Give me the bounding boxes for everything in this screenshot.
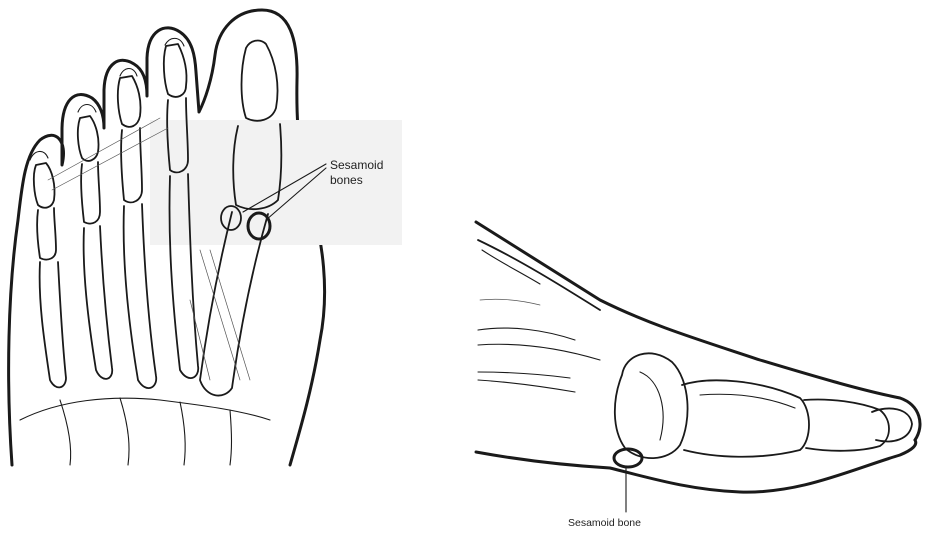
- toe-5-bones: [34, 163, 66, 387]
- toe-4-bones: [78, 116, 112, 379]
- foot-side-view: Sesamoid bone: [476, 222, 920, 529]
- sesamoid-bone-label: Sesamoid bone: [568, 517, 641, 529]
- toenail: [872, 408, 912, 441]
- foot-bottom-contour: [476, 440, 916, 492]
- sesamoid-bones-label: Sesamoid: [330, 158, 383, 172]
- foot-top-view: Sesamoid bones: [9, 10, 402, 465]
- sesamoid-bone-side: [614, 449, 642, 467]
- sesamoid-bones-label-2: bones: [330, 173, 363, 187]
- proximal-phalanx: [682, 380, 809, 456]
- distal-phalanx: [804, 399, 889, 450]
- metatarsal-head: [615, 353, 688, 458]
- tarsal-bones: [20, 398, 270, 465]
